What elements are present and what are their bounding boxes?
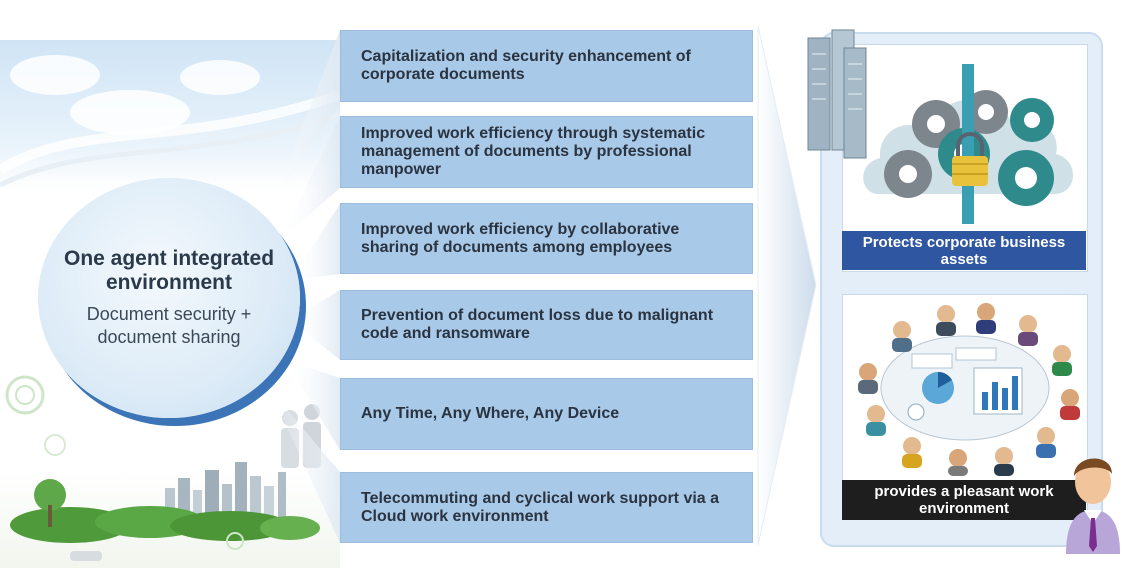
- businessman-avatar-icon: [1066, 458, 1120, 554]
- benefit-text: Capitalization and security enhancement …: [361, 48, 691, 83]
- benefit-text: Telecommuting and cyclical work support …: [361, 489, 720, 525]
- benefit-text: Any Time, Any Where, Any Device: [361, 405, 620, 422]
- protect-caption: Protects corporate business assets: [842, 231, 1086, 270]
- benefit-box: Any Time, Any Where, Any Device: [340, 378, 753, 450]
- benefit-box: Improved work efficiency through systema…: [340, 116, 753, 188]
- benefit-text: Improved work efficiency through systema…: [361, 125, 706, 178]
- pleasant-caption: provides a pleasant work environment: [842, 480, 1086, 520]
- connector-rays: [270, 30, 340, 543]
- protect-caption-text: Protects corporate business assets: [862, 233, 1066, 268]
- benefit-box: Improved work efficiency by collaborativ…: [340, 203, 753, 274]
- cloud-illustration: [180, 60, 260, 95]
- cloud-gears-lock-icon: [807, 29, 1074, 224]
- integrated-environment-circle: One agent integrated environment Documen…: [38, 178, 300, 418]
- benefit-box: Telecommuting and cyclical work support …: [340, 472, 753, 543]
- cloud-illustration: [10, 55, 100, 95]
- benefit-box: Capitalization and security enhancement …: [340, 30, 753, 102]
- team-meeting-icon: [858, 303, 1080, 476]
- hub-title: One agent integrated environment: [63, 247, 275, 294]
- pleasant-caption-text: provides a pleasant work environment: [874, 483, 1054, 517]
- benefit-box: Prevention of document loss due to malig…: [340, 290, 753, 360]
- benefit-text: Prevention of document loss due to malig…: [361, 307, 714, 342]
- benefit-text: Improved work efficiency by collaborativ…: [361, 220, 680, 256]
- background-scenery: [0, 0, 340, 568]
- hub-subtitle: Document security + document sharing: [86, 304, 252, 347]
- result-arrow-icon: [757, 25, 817, 546]
